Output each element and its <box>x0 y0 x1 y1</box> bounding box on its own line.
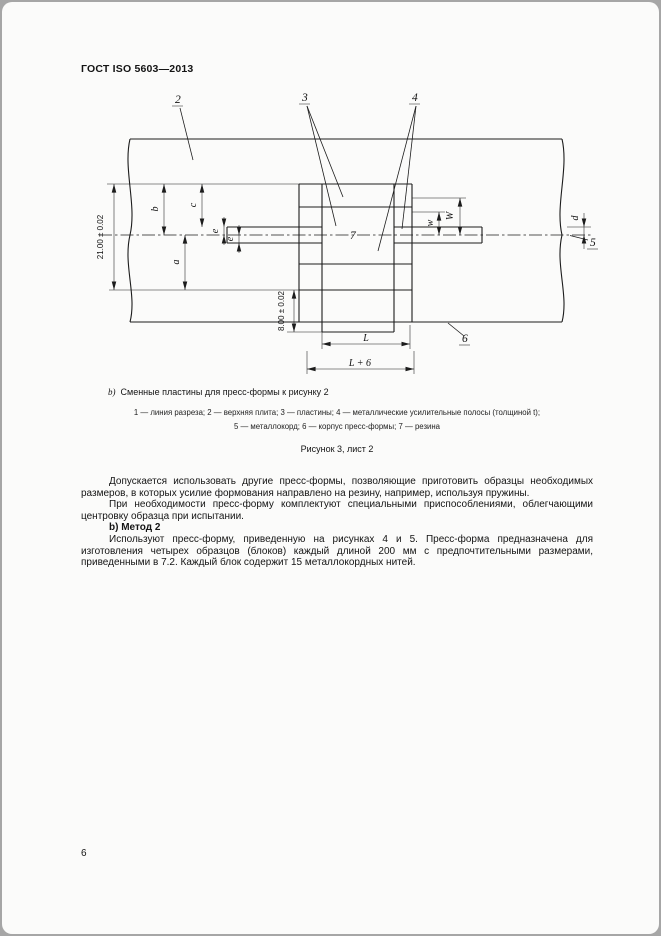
press-mold-technical-drawing: 2 3 4 5 6 7 b c e a e w W d L L + 6 21.0… <box>96 92 598 374</box>
paragraph-other-molds: Допускается использовать другие пресс-фо… <box>81 476 593 499</box>
callout-body: 6 <box>462 333 468 345</box>
dim-overall-height: 21.00 ± 0.02 <box>96 214 105 259</box>
dim-w-small-label: w <box>425 219 436 226</box>
paragraph-method-2: Используют пресс-форму, приведенную на р… <box>81 533 593 569</box>
dim-a-label: a <box>171 260 182 265</box>
callout-rubber: 7 <box>350 230 357 242</box>
subfigure-caption-text: Сменные пластины для пресс-формы к рисун… <box>120 387 329 397</box>
callout-cord: 5 <box>590 237 596 249</box>
callout-strips: 4 <box>412 92 418 104</box>
body-text: Допускается использовать другие пресс-фо… <box>81 476 593 569</box>
dimension-lines <box>107 103 598 374</box>
dim-L6-label: L + 6 <box>348 358 371 369</box>
dim-e-bottom-label: e <box>225 236 236 241</box>
dim-c-label: c <box>188 202 199 207</box>
dim-slot-depth: 8.00 ± 0.02 <box>277 290 286 331</box>
mold-outline <box>127 138 565 333</box>
dim-e-top-label: e <box>210 228 221 233</box>
callout-top-plate: 2 <box>175 94 181 106</box>
method-2-heading: b) Метод 2 <box>109 522 161 534</box>
page-number: 6 <box>81 848 87 859</box>
paragraph-centering: При необходимости пресс-форму комплектую… <box>81 499 593 522</box>
dim-d-label: d <box>570 215 581 221</box>
figure-caption: Рисунок 3, лист 2 <box>300 444 374 454</box>
dim-L-label: L <box>362 333 369 344</box>
figure-legend-line1: 1 — линия разреза; 2 — верхняя плита; 3 … <box>133 408 541 417</box>
subfigure-caption-label: b) <box>108 387 116 397</box>
figure-legend: 1 — линия разреза; 2 — верхняя плита; 3 … <box>85 406 589 433</box>
callout-plates: 3 <box>301 92 308 104</box>
figure-legend-line2: 5 — металлокорд; 6 — корпус пресс-формы;… <box>233 421 441 431</box>
document-header: ГОСТ ISO 5603—2013 <box>81 63 194 75</box>
callout-leader-lines <box>179 105 589 337</box>
dim-w-big-label: W <box>445 210 456 220</box>
dim-b-label: b <box>150 207 161 212</box>
subfigure-caption: b) Сменные пластины для пресс-формы к ри… <box>108 387 329 397</box>
